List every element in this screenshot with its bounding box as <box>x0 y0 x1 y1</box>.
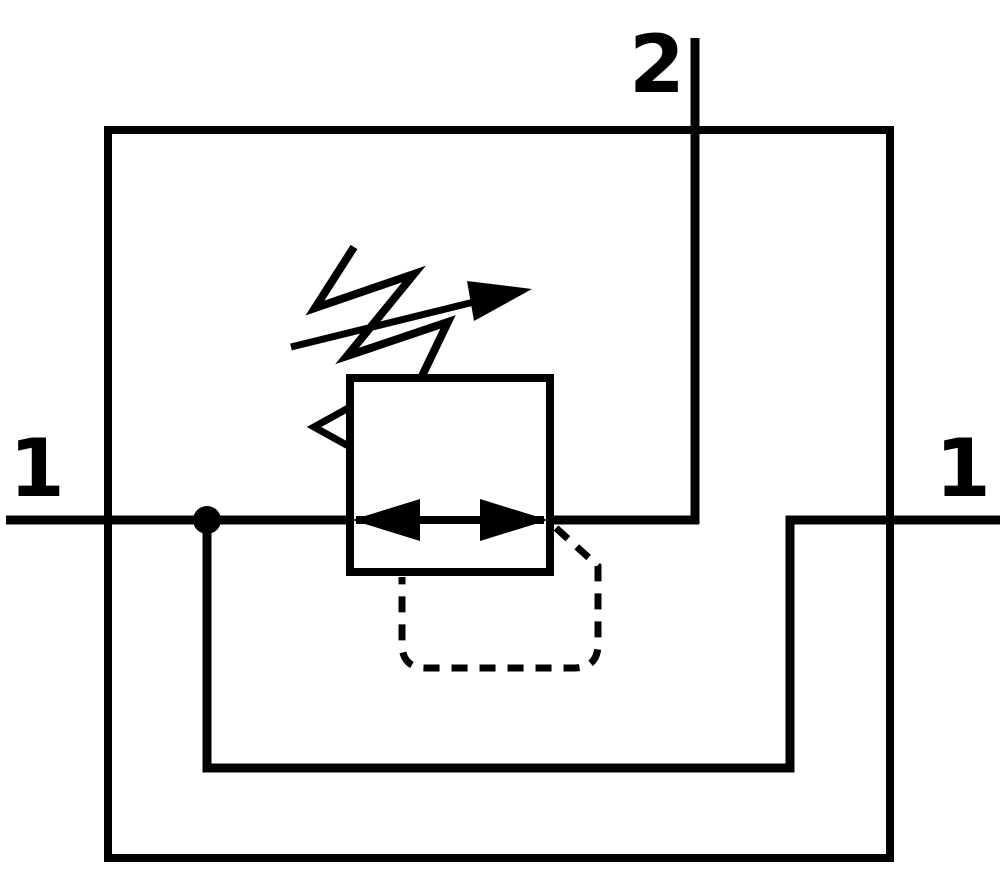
flow-path-double-arrow <box>352 499 548 541</box>
adjustment-arrowhead-icon <box>467 281 532 321</box>
port-2-label: 2 <box>629 18 685 111</box>
feedback-line <box>202 515 1000 773</box>
enclosure-outline <box>104 126 894 862</box>
flow-arrow-right-icon <box>480 499 548 541</box>
spring-adjustment-arrow-icon <box>290 281 532 351</box>
port-1-left-label: 1 <box>9 422 65 515</box>
valve-body <box>346 374 554 576</box>
adjustable-spring-icon <box>305 244 456 378</box>
pilot-dashed-line <box>398 525 602 672</box>
junction-dot <box>193 506 221 534</box>
pilot-actuation-arrow-icon <box>306 402 354 452</box>
adjustment-arrow-shaft <box>290 296 483 351</box>
flow-arrow-left-icon <box>352 499 420 541</box>
port-1-right-label: 1 <box>935 422 991 515</box>
